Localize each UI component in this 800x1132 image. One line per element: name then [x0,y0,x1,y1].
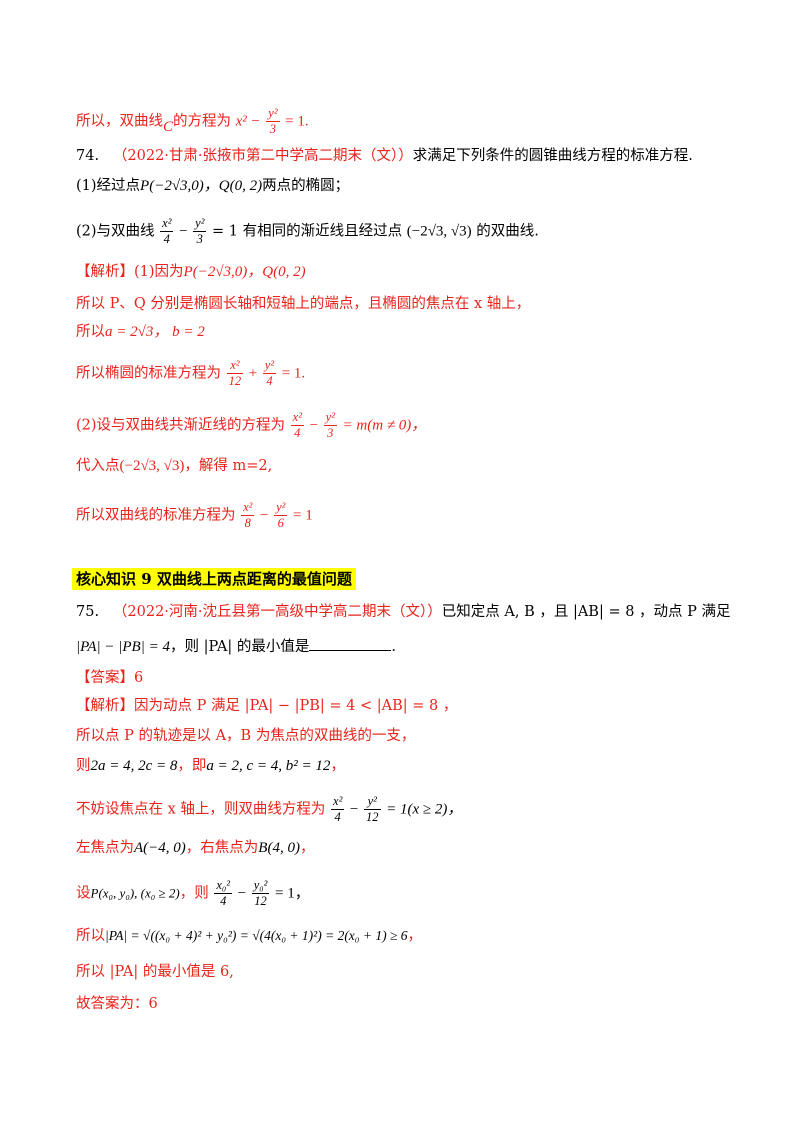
question-74-part1: (1)经过点P(−2√3,0)，Q(0, 2)两点的椭圆； [76,176,349,196]
question-source: （2022·河南·沈丘县第一高级中学高二期末（文）） [112,604,442,620]
text: . [391,639,396,655]
text: (1)经过点 [76,178,141,194]
answer-tag: 【答案】 [76,670,134,686]
question-text: 已知定点 A, B ，且 |AB| = 8 ，动点 P 满足 [441,604,731,620]
analysis-75-line1: 【解析】因为动点 P 满足 |PA| − |PB| = 4 < |AB| = 8… [76,696,457,716]
question-text: 求满足下列条件的圆锥曲线方程的标准方程. [412,148,693,164]
math: a = 2, c = 4, b² = 12 [206,758,331,774]
question-75: 75. （2022·河南·沈丘县第一高级中学高二期末（文））已知定点 A, B … [76,602,731,622]
math: P(−2√3,0)，Q(0, 2) [183,264,306,280]
question-number: 74. [76,148,100,164]
analysis-tag: 【解析】 [76,698,134,714]
analysis-75-line5: 左焦点为A(−4, 0)，右焦点为B(4, 0)， [76,838,314,858]
text: 设 [76,885,91,902]
text: ， [330,758,345,774]
text: 因为动点 P 满足 |PA| − |PB| = 4 < |AB| = 8 ， [134,698,458,714]
text: ，右焦点为 [185,840,259,856]
text: ， [299,840,315,856]
math: 2a = 4, 2c = 8 [90,758,178,774]
section-heading: 核心知识 9 双曲线上两点距离的最值问题 [72,568,356,590]
analysis-75-line3: 则2a = 4, 2c = 8，即a = 2, c = 4, b² = 12， [76,756,345,776]
analysis-74-line2: 所以 P、Q 分别是椭圆长轴和短轴上的端点，且椭圆的焦点在 x 轴上， [76,296,531,312]
math: (−2√3, √3) [406,223,472,240]
question-source: （2022·甘肃·张掖市第二中学高二期末（文）） [112,148,413,164]
text: ，则 |PA| 的最小值是 [169,639,310,655]
math: (−2√3, √3) [119,458,185,474]
analysis-75-line9: 故答案为：6 [76,996,158,1012]
answer-blank [309,636,392,651]
text: ，则 [179,885,209,902]
text: 则 [76,758,91,774]
text: 的双曲线. [476,223,539,240]
math: P(−2√3,0)，Q(0, 2) [140,178,263,194]
text: 所以椭圆的标准方程为 [76,365,221,382]
question-75-line2: |PA| − |PB| = 4，则 |PA| 的最小值是. [76,636,396,657]
text: ，即 [177,758,207,774]
analysis-75-line7: 所以|PA| = √((x₀ + 4)² + y₀²) = √(4(x₀ + 1… [76,926,422,946]
text: (2)设与双曲线共渐近线的方程为 [76,417,286,434]
answer-value: 6 [134,670,144,686]
text: 代入点 [76,458,120,474]
text: (1)因为 [134,264,184,280]
math: |PA| − |PB| = 4 [76,639,170,655]
math: = 1， [274,885,310,902]
text: ， [407,928,423,944]
math: |PA| = √((x₀ + 4)² + y₀²) = √(4(x₀ + 1)²… [105,928,408,943]
text: 所以双曲线的标准方程为 [76,507,236,524]
math: = 1. [285,113,309,130]
analysis-tag: 【解析】 [76,264,134,280]
text: = 1 有相同的渐近线且经过点 [212,223,403,240]
answer-75: 【答案】6 [76,668,143,688]
math-c: C [163,118,174,135]
question-74: 74. （2022·甘肃·张掖市第二中学高二期末（文））求满足下列条件的圆锥曲线… [76,146,693,166]
analysis-74-line3: 所以a = 2√3， b = 2 [76,322,205,342]
analysis-74-line1: 【解析】(1)因为P(−2√3,0)，Q(0, 2) [76,262,306,282]
math: A(−4, 0) [134,840,186,856]
analysis-74-line6: 代入点(−2√3, √3)，解得 m=2, [76,456,272,476]
math: x² − [235,113,261,130]
math: a = 2√3， b = 2 [105,324,205,340]
analysis-75-line8: 所以 |PA| 的最小值是 6, [76,964,234,980]
math: = m(m ≠ 0)， [342,417,427,434]
math: = 1 [293,507,313,524]
text: 所以，双曲线 [76,113,163,130]
math: = 1(x ≥ 2)， [386,801,463,818]
text: 左焦点为 [76,840,134,856]
math: B(4, 0) [258,840,300,856]
text: 的方程为 [173,113,232,130]
analysis-75-line2: 所以点 P 的轨迹是以 A，B 为焦点的双曲线的一支， [76,728,416,744]
text: 两点的椭圆； [262,178,350,194]
math: = 1. [281,365,306,382]
text: 所以 [76,324,105,340]
text: 所以 [76,928,105,944]
text: (2)与双曲线 [76,223,155,240]
text: 不妨设焦点在 x 轴上，则双曲线方程为 [76,801,326,818]
math: P(x₀, y₀), (x₀ ≥ 2) [90,885,180,901]
question-number: 75. [76,604,100,620]
text: ，解得 m=2, [184,458,273,474]
